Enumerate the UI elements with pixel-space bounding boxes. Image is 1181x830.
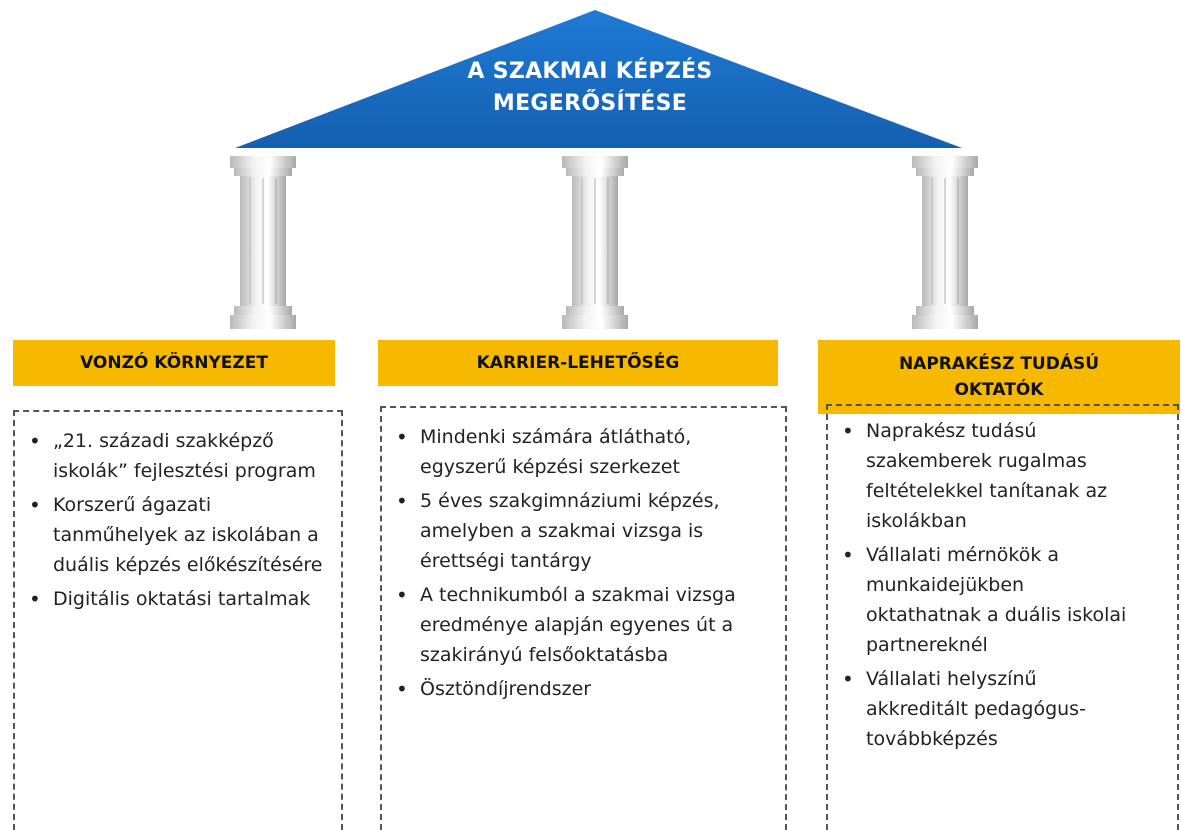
list-item: Naprakész tudású szakemberek rugalmas fe… [828,416,1137,536]
column-icon [912,156,978,329]
column-icon [562,156,628,329]
column-icon [230,156,296,329]
list-item: Vállalati mérnökök a munkaidejükben okta… [828,540,1137,660]
pillar-header-vonzo-kornyezet: VONZÓ KÖRNYEZET [13,340,335,386]
list-item: 5 éves szakgimnáziumi képzés, amelyben a… [382,486,761,576]
pillar-header-naprakesz-tudasu-oktatok: NAPRAKÉSZ TUDÁSÚ OKTATÓK [818,340,1180,414]
pillar-content-box: Mindenki számára átlátható, egyszerű kép… [380,406,787,830]
pillar-header-karrier-lehetoseg: KARRIER-LEHETŐSÉG [378,340,778,386]
list-item: Korszerű ágazati tanműhelyek az iskolába… [15,490,331,580]
list-item: Vállalati helyszínű akkreditált pedagógu… [828,664,1137,754]
pillar-content-box: Naprakész tudású szakemberek rugalmas fe… [826,404,1179,830]
bullet-list: Mindenki számára átlátható, egyszerű kép… [382,408,785,704]
bullet-list: Naprakész tudású szakemberek rugalmas fe… [828,406,1177,754]
list-item: Mindenki számára átlátható, egyszerű kép… [382,422,761,482]
bullet-list: „21. századi szakképző iskolák” fejleszt… [15,412,341,614]
pillar-content-box: „21. századi szakképző iskolák” fejleszt… [13,410,343,830]
list-item: Ösztöndíjrendszer [382,674,761,704]
list-item: A technikumból a szakmai vizsga eredmény… [382,580,761,670]
list-item: Digitális oktatási tartalmak [15,584,331,614]
roof-triangle [235,10,962,148]
list-item: „21. századi szakképző iskolák” fejleszt… [15,426,331,486]
roof-title: A SZAKMAI KÉPZÉS MEGERŐSÍTÉSE [467,59,713,116]
